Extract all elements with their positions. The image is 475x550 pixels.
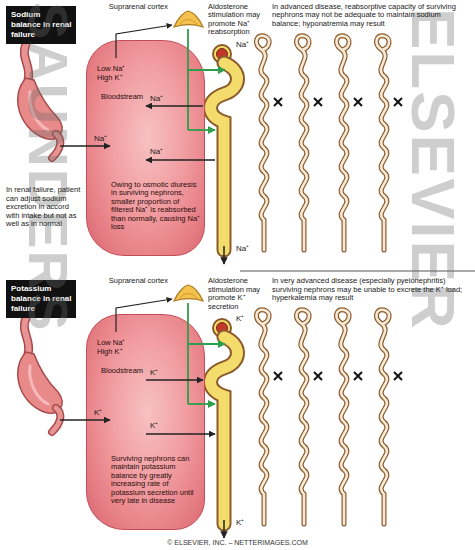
ion-label: Na⁺ xyxy=(150,94,163,103)
note-text: In renal failure, patient can adjust sod… xyxy=(6,186,82,229)
potassium-secretion-arrow xyxy=(146,379,203,380)
ion-label: Na⁺ xyxy=(236,244,249,253)
note-text: Aldosterone stimulation may promote Na⁺ … xyxy=(208,3,268,37)
ion-label: K⁺ xyxy=(94,408,102,417)
note-text: In very advanced disease (especially pye… xyxy=(272,277,470,303)
ion-label: K⁺ xyxy=(150,421,158,430)
sodium-arrows xyxy=(60,25,225,264)
ion-label: Na⁺ xyxy=(236,40,249,49)
potassium-secretion-arrow xyxy=(146,433,215,434)
note-text: Aldosterone stimulation may promote K⁺ s… xyxy=(208,277,268,311)
copyright-text: © ELSEVIER, INC. – NETTERIMAGES.COM xyxy=(0,539,475,548)
bloodstream-region: Low Na⁺ High K⁺ BloodstreamOwing to osmot… xyxy=(86,40,205,256)
ion-label: Na⁺ xyxy=(150,147,163,156)
note-text: Owing to osmotic diuresis in surviving n… xyxy=(111,181,201,232)
note-text: Surviving nephrons can maintain potassiu… xyxy=(111,455,201,506)
bloodstream-region: Low Na⁺ High K⁺ BloodstreamSurviving neph… xyxy=(86,314,205,530)
structure-label: Suprarenal cortex xyxy=(108,277,168,286)
sodium-reabsorption-arrow xyxy=(146,159,215,160)
note-text: In advanced disease, reabsorptive capaci… xyxy=(272,3,470,29)
structure-label: Suprarenal cortex xyxy=(108,3,168,12)
region-label: Bloodstream xyxy=(101,367,181,376)
ion-level-text: Low Na⁺ High K⁺ xyxy=(97,65,133,82)
ion-label: K⁺ xyxy=(236,314,244,323)
sodium-reabsorption-arrow xyxy=(146,105,203,106)
potassium-arrows xyxy=(60,299,225,538)
ion-label: Na⁺ xyxy=(94,134,107,143)
region-label: Bloodstream xyxy=(101,93,181,102)
ion-label: K⁺ xyxy=(236,518,244,527)
watermark: SAUNDERS xyxy=(20,2,76,332)
ion-label: K⁺ xyxy=(150,368,158,377)
ion-level-text: Low Na⁺ High K⁺ xyxy=(97,339,133,356)
